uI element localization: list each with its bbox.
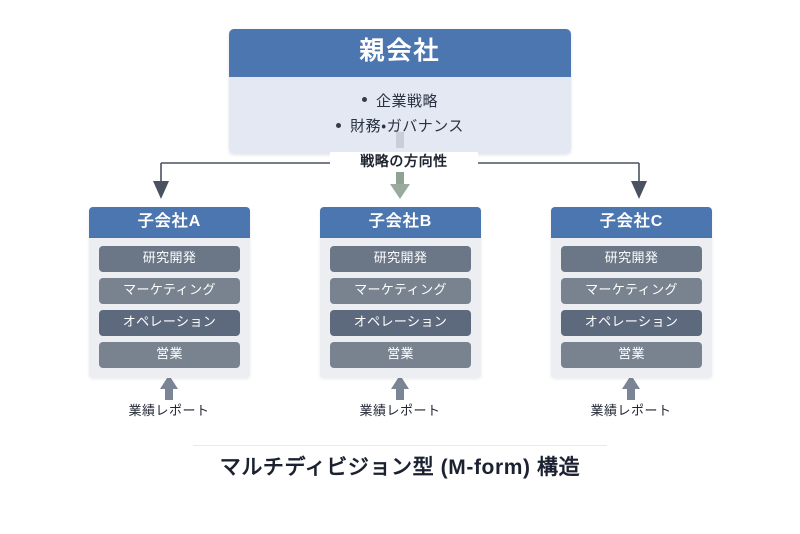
subsidiary-functions-a: 研究開発 マーケティング オペレーション 営業 (89, 238, 250, 379)
parent-bullet-label: 企業戦略 (375, 92, 438, 110)
report-label-b: 業績レポート (359, 403, 441, 418)
function-box-operations: オペレーション (99, 310, 240, 337)
parent-company-node: 親会社 企業戦略 財務・ガバナンス (229, 29, 571, 155)
diagram-caption: マルチディビジョン型 (M-form) 構造 (219, 456, 581, 479)
parent-company-title: 親会社 (229, 29, 571, 77)
report-label-c: 業績レポート (590, 403, 672, 418)
function-box-rnd: 研究開発 (330, 246, 471, 273)
bullet-dot-icon (336, 122, 342, 128)
bullet-dot-icon (361, 97, 367, 103)
list-item: 企業戦略 (229, 89, 571, 115)
function-box-rnd: 研究開発 (99, 246, 240, 273)
subsidiary-node-c: 子会社C 研究開発 マーケティング オペレーション 営業 (551, 207, 712, 379)
function-box-sales: 営業 (99, 342, 240, 369)
subsidiary-functions-b: 研究開発 マーケティング オペレーション 営業 (320, 238, 481, 379)
function-box-sales: 営業 (561, 342, 702, 369)
subsidiary-title-c: 子会社C (551, 207, 712, 239)
drop-line-b (396, 172, 404, 186)
subsidiary-title-b: 子会社B (320, 207, 481, 239)
arrowhead-down-c (631, 181, 647, 199)
function-box-operations: オペレーション (330, 310, 471, 337)
report-label-a: 業績レポート (128, 403, 210, 418)
subsidiary-node-b: 子会社B 研究開発 マーケティング オペレーション 営業 (320, 207, 481, 379)
function-box-marketing: マーケティング (330, 278, 471, 305)
parent-company-body: 企業戦略 財務・ガバナンス (229, 76, 571, 155)
parent-responsibility-list: 企業戦略 財務・ガバナンス (229, 89, 571, 141)
strategy-direction-label: 戦略の方向性 (330, 152, 478, 171)
arrowhead-down-a (153, 181, 169, 199)
function-box-operations: オペレーション (561, 310, 702, 337)
arrowhead-down-b (390, 184, 410, 199)
report-line-b (396, 387, 404, 400)
function-box-sales: 営業 (330, 342, 471, 369)
caption-divider (193, 445, 607, 446)
report-line-c (627, 387, 635, 400)
subsidiary-functions-c: 研究開発 マーケティング オペレーション 営業 (551, 238, 712, 379)
function-box-rnd: 研究開発 (561, 246, 702, 273)
subsidiary-title-a: 子会社A (89, 207, 250, 239)
function-box-marketing: マーケティング (99, 278, 240, 305)
report-line-a (165, 387, 173, 400)
list-item: 財務・ガバナンス (229, 114, 571, 140)
parent-bullet-label: 財務・ガバナンス (350, 118, 464, 136)
subsidiary-node-a: 子会社A 研究開発 マーケティング オペレーション 営業 (89, 207, 250, 379)
function-box-marketing: マーケティング (561, 278, 702, 305)
